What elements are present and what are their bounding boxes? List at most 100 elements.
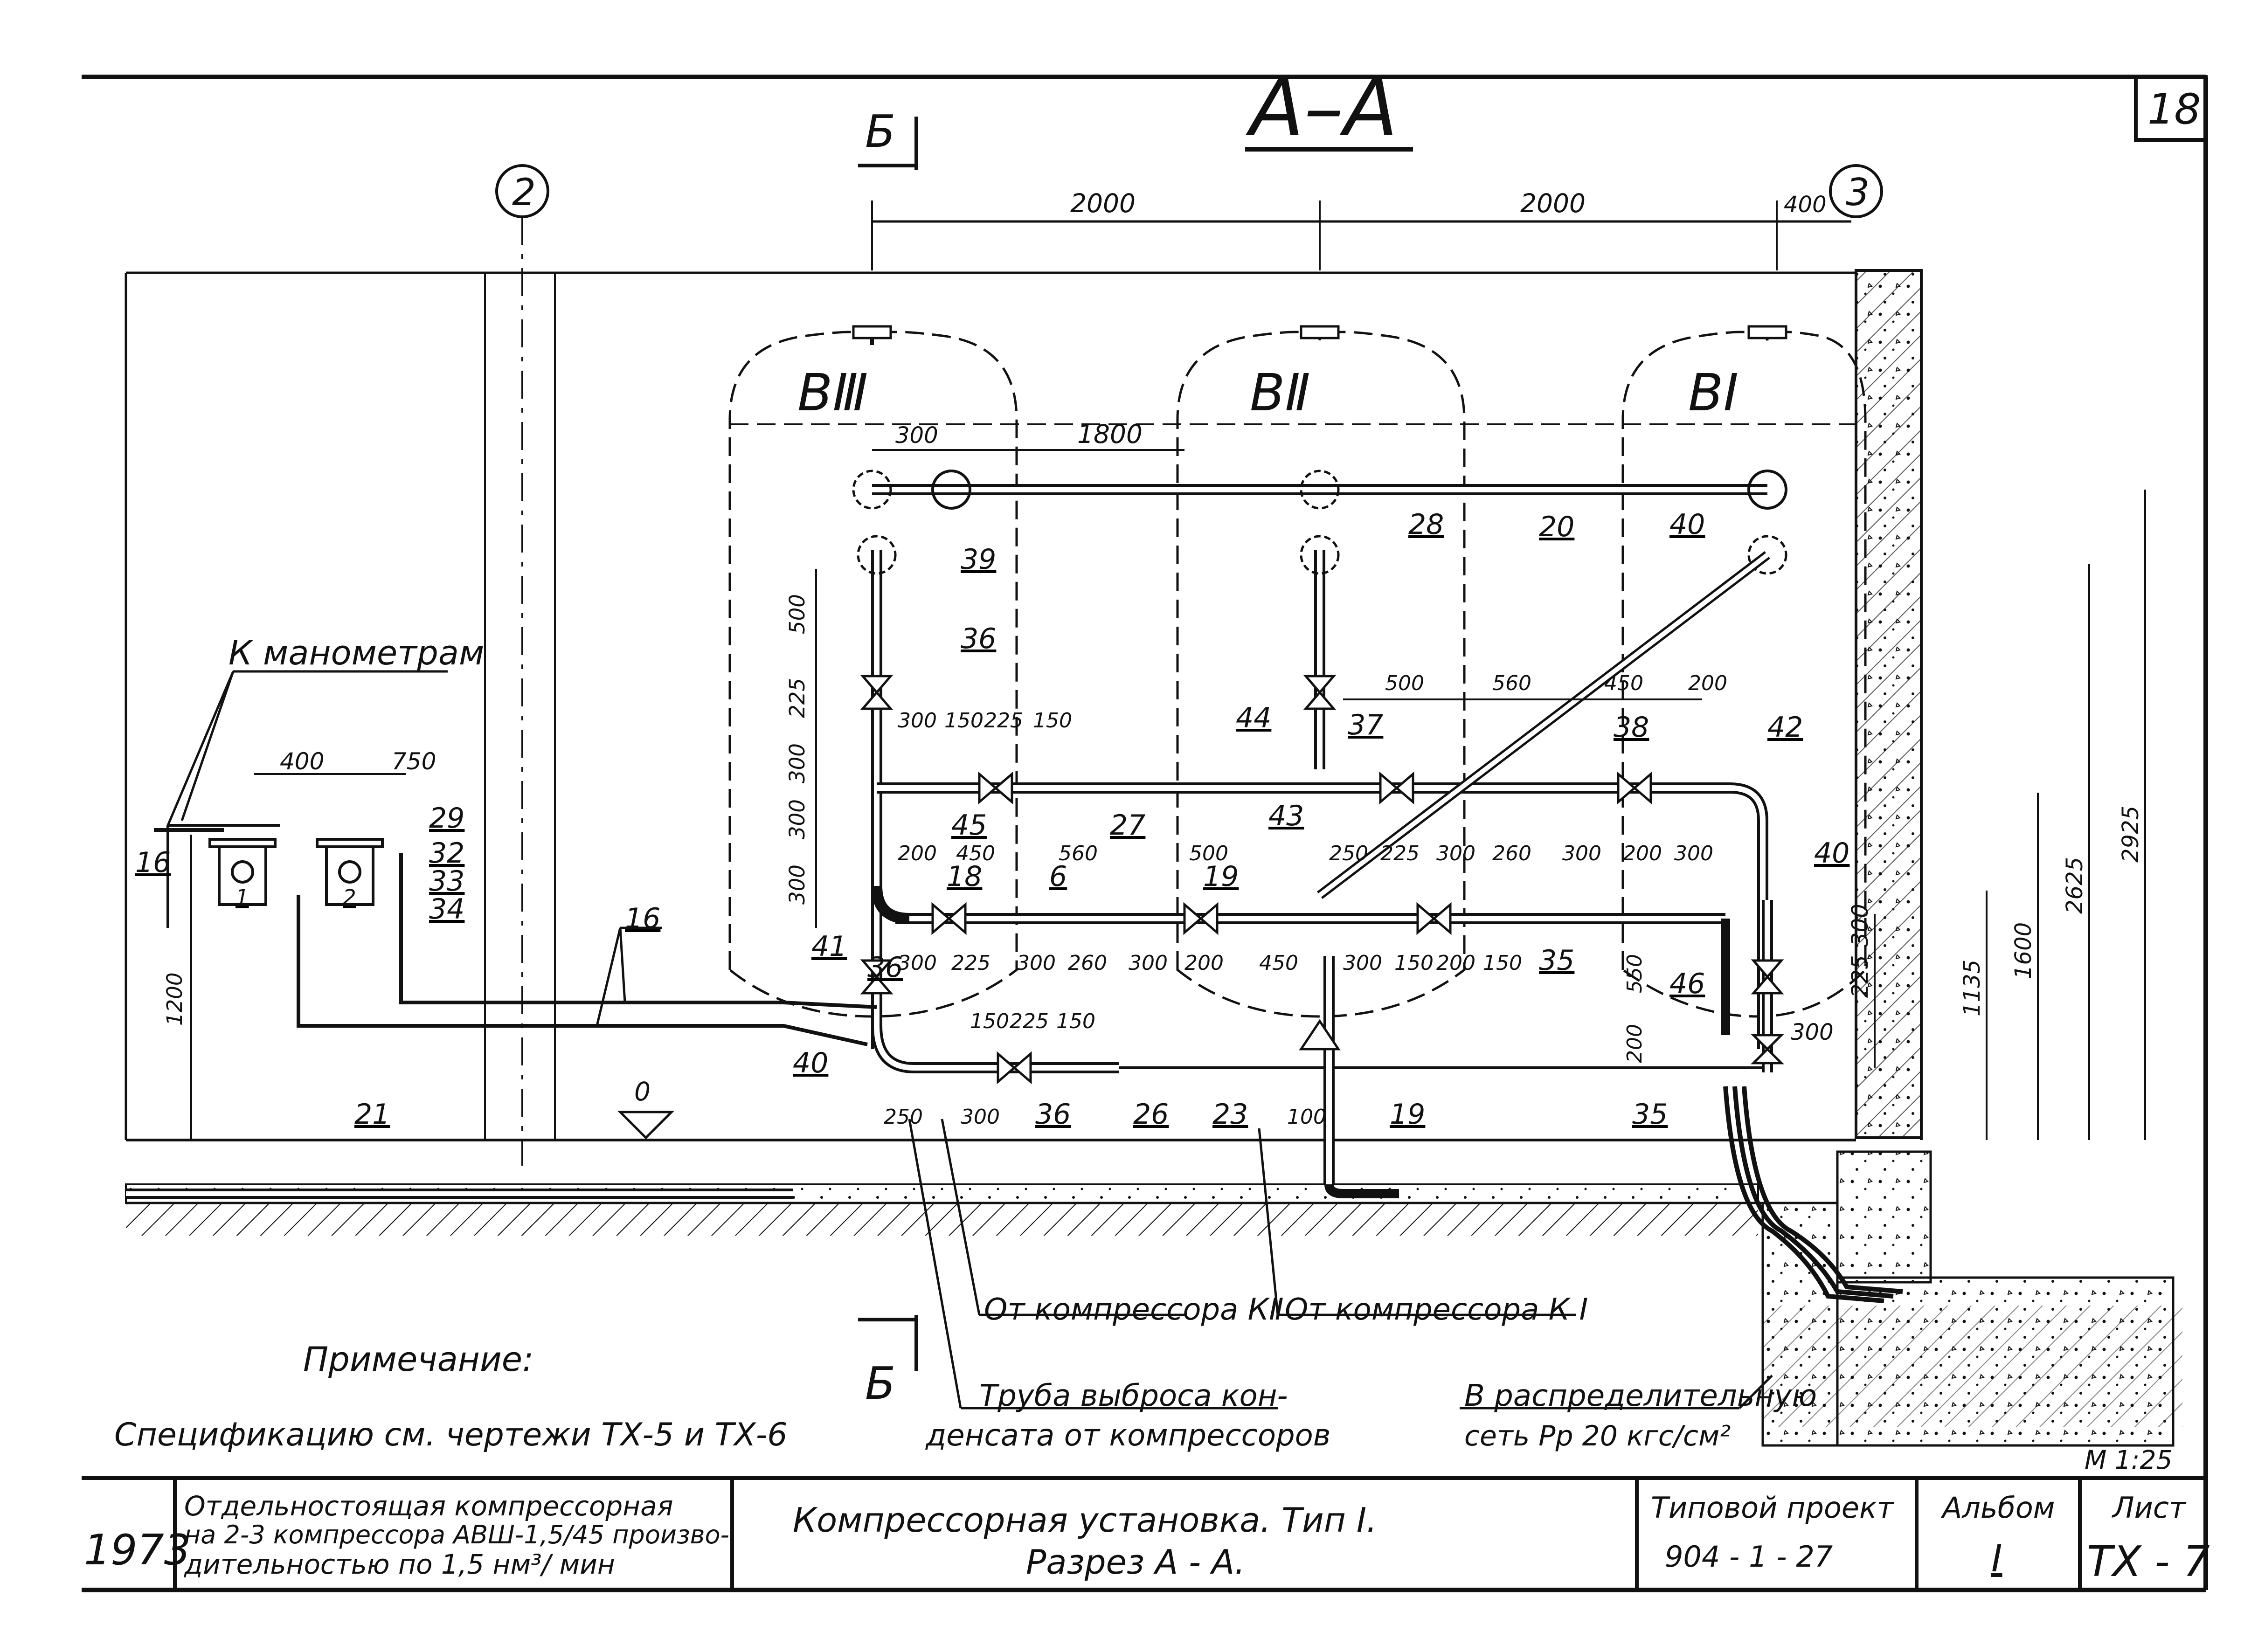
dim-row1-1: 150 [944, 709, 984, 733]
pos-27: 27 [1110, 809, 1145, 842]
dimension-rails [190, 449, 2146, 1140]
pos-23: 23 [1212, 1098, 1248, 1131]
position-numbers: 39 36 28 20 40 44 37 38 42 29 32 33 34 1… [135, 508, 1849, 1131]
dim-row4-4: 300 [1129, 951, 1168, 975]
axis-2 [495, 164, 549, 1166]
dim-row4-2: 300 [1017, 951, 1056, 975]
top-dimension-line [871, 200, 1851, 270]
pos-35b: 35 [1632, 1098, 1668, 1131]
label-to-gauges: К манометрам [229, 633, 484, 672]
gauge-1: 1 [235, 885, 249, 910]
dim-misc-100: 100 [1287, 1105, 1326, 1129]
tb-sheet-label: Лист [2112, 1491, 2187, 1525]
dim-receiver-300: 300 [895, 422, 938, 449]
title-block [82, 1476, 2206, 1590]
tb-drawing-2: Разрез А - А. [1026, 1542, 1245, 1582]
dim-gauge-750: 750 [392, 748, 436, 775]
dim-top-span-2: 2000 [1520, 188, 1586, 218]
dim-top-edge: 400 [1784, 192, 1827, 218]
dim-top-span-1: 2000 [1070, 188, 1136, 218]
label-network-2: сеть Рр 20 кгс/см² [1464, 1420, 1731, 1452]
pos-37: 37 [1348, 709, 1383, 741]
tb-project-value: 904 - 1 - 27 [1665, 1540, 1833, 1574]
pos-39: 39 [961, 543, 996, 576]
sheet-number: 18 [2147, 85, 2201, 134]
dim-right-2625: 2625 [2062, 857, 2088, 914]
gauge-2: 2 [343, 885, 356, 910]
tb-object-3: дительностью по 1,5 нм³/ мин [184, 1548, 615, 1580]
label-drain-1: Труба выброса кон- [979, 1379, 1288, 1413]
tb-drawing-1: Компрессорная установка. Тип Ⅰ. [793, 1500, 1377, 1540]
dim-row3-6: 300 [1674, 842, 1713, 865]
dim-row4-1: 225 [951, 951, 990, 975]
axis-3-label: 3 [1846, 171, 1870, 214]
receiver-b2-label: ВⅡ [1250, 363, 1310, 422]
receiver-b3-label: ВⅢ [797, 363, 868, 422]
dim-row6-0: 250 [884, 1105, 923, 1129]
pos-42: 42 [1767, 711, 1803, 744]
leaders [166, 670, 1773, 1410]
note-title: Примечание: [303, 1340, 533, 1379]
dim-row4-7: 300 [1343, 951, 1382, 975]
pos-34: 34 [429, 893, 464, 926]
pos-38: 38 [1614, 711, 1649, 744]
pos-40c: 40 [793, 1047, 828, 1079]
dim-row1-3: 150 [1033, 709, 1072, 733]
sheet-frame [82, 75, 2208, 1592]
dim-row2-1: 450 [956, 842, 995, 865]
section-mark-bottom: Б [865, 1358, 895, 1410]
dim-row2-3: 500 [1189, 842, 1228, 865]
tb-object-2: на 2-3 компрессора АВШ-1,5/45 произво- [184, 1520, 729, 1549]
receiver-b1-label: ВⅠ [1688, 363, 1739, 422]
pipe-network [126, 470, 1903, 1303]
dim-row2-2: 560 [1059, 842, 1098, 865]
pos-16b: 16 [625, 902, 660, 935]
section-mark-top: Б [865, 106, 895, 158]
pos-36c: 36 [1035, 1098, 1071, 1131]
dim-row4-9: 200 [1436, 951, 1475, 975]
dim-row4-0: 300 [898, 951, 937, 975]
pos-32: 32 [429, 837, 464, 870]
dim-row1r-0: 500 [1385, 671, 1424, 695]
dim-row4-3: 260 [1068, 951, 1107, 975]
dim-right-1135: 1135 [1959, 960, 1985, 1016]
dim-vert-300b: 300 [785, 799, 810, 839]
scale: М 1:25 [2085, 1445, 2172, 1475]
left-vertical-dims: 500 225 300 300 300 1200 [162, 594, 810, 1026]
tb-album-label: Альбом [1940, 1491, 2055, 1525]
dim-row3-3: 260 [1492, 842, 1531, 865]
dim-row1r-1: 560 [1492, 671, 1531, 695]
valves [860, 675, 1785, 1085]
pos-40a: 40 [1669, 508, 1705, 541]
dim-row5-0: 150 [970, 1009, 1009, 1033]
dim-row3-1: 225 [1380, 842, 1420, 865]
dim-row1-0: 300 [898, 709, 937, 733]
dim-right-225: 225 [1847, 955, 1873, 998]
dim-row4-10: 150 [1483, 951, 1522, 975]
dim-row4-8: 150 [1394, 951, 1434, 975]
pos-43: 43 [1268, 800, 1304, 832]
label-network-1: В распределительную [1464, 1379, 1817, 1413]
dim-row3-5: 200 [1623, 842, 1662, 865]
label-from-k1: От компрессора К I [1285, 1293, 1588, 1327]
pos-28: 28 [1408, 508, 1444, 541]
dim-vert-300a: 300 [785, 743, 810, 783]
pos-36b: 36 [867, 951, 903, 984]
pos-33: 33 [429, 865, 464, 898]
note-text: Спецификацию см. чертежи ТХ-5 и ТХ-6 [114, 1417, 788, 1453]
pos-6: 6 [1049, 860, 1067, 893]
pos-26: 26 [1133, 1098, 1169, 1131]
dim-row4-5: 200 [1184, 951, 1224, 975]
dim-right-300b: 300 [1791, 1019, 1834, 1045]
pos-35a: 35 [1539, 944, 1574, 977]
row-dims: 300 150 225 150 500 560 450 200 200 450 … [884, 671, 1727, 1129]
pos-29: 29 [429, 802, 464, 835]
pos-18: 18 [947, 860, 982, 893]
tb-album-value: Ⅰ [1991, 1537, 2002, 1580]
level-zero: 0 [634, 1077, 651, 1106]
section-title: А–А [1245, 62, 1398, 154]
axis-2-label: 2 [512, 171, 536, 214]
pos-40b: 40 [1814, 837, 1849, 870]
dim-right-300a: 300 [1847, 904, 1873, 947]
dim-row5-1: 225 [1010, 1009, 1049, 1033]
